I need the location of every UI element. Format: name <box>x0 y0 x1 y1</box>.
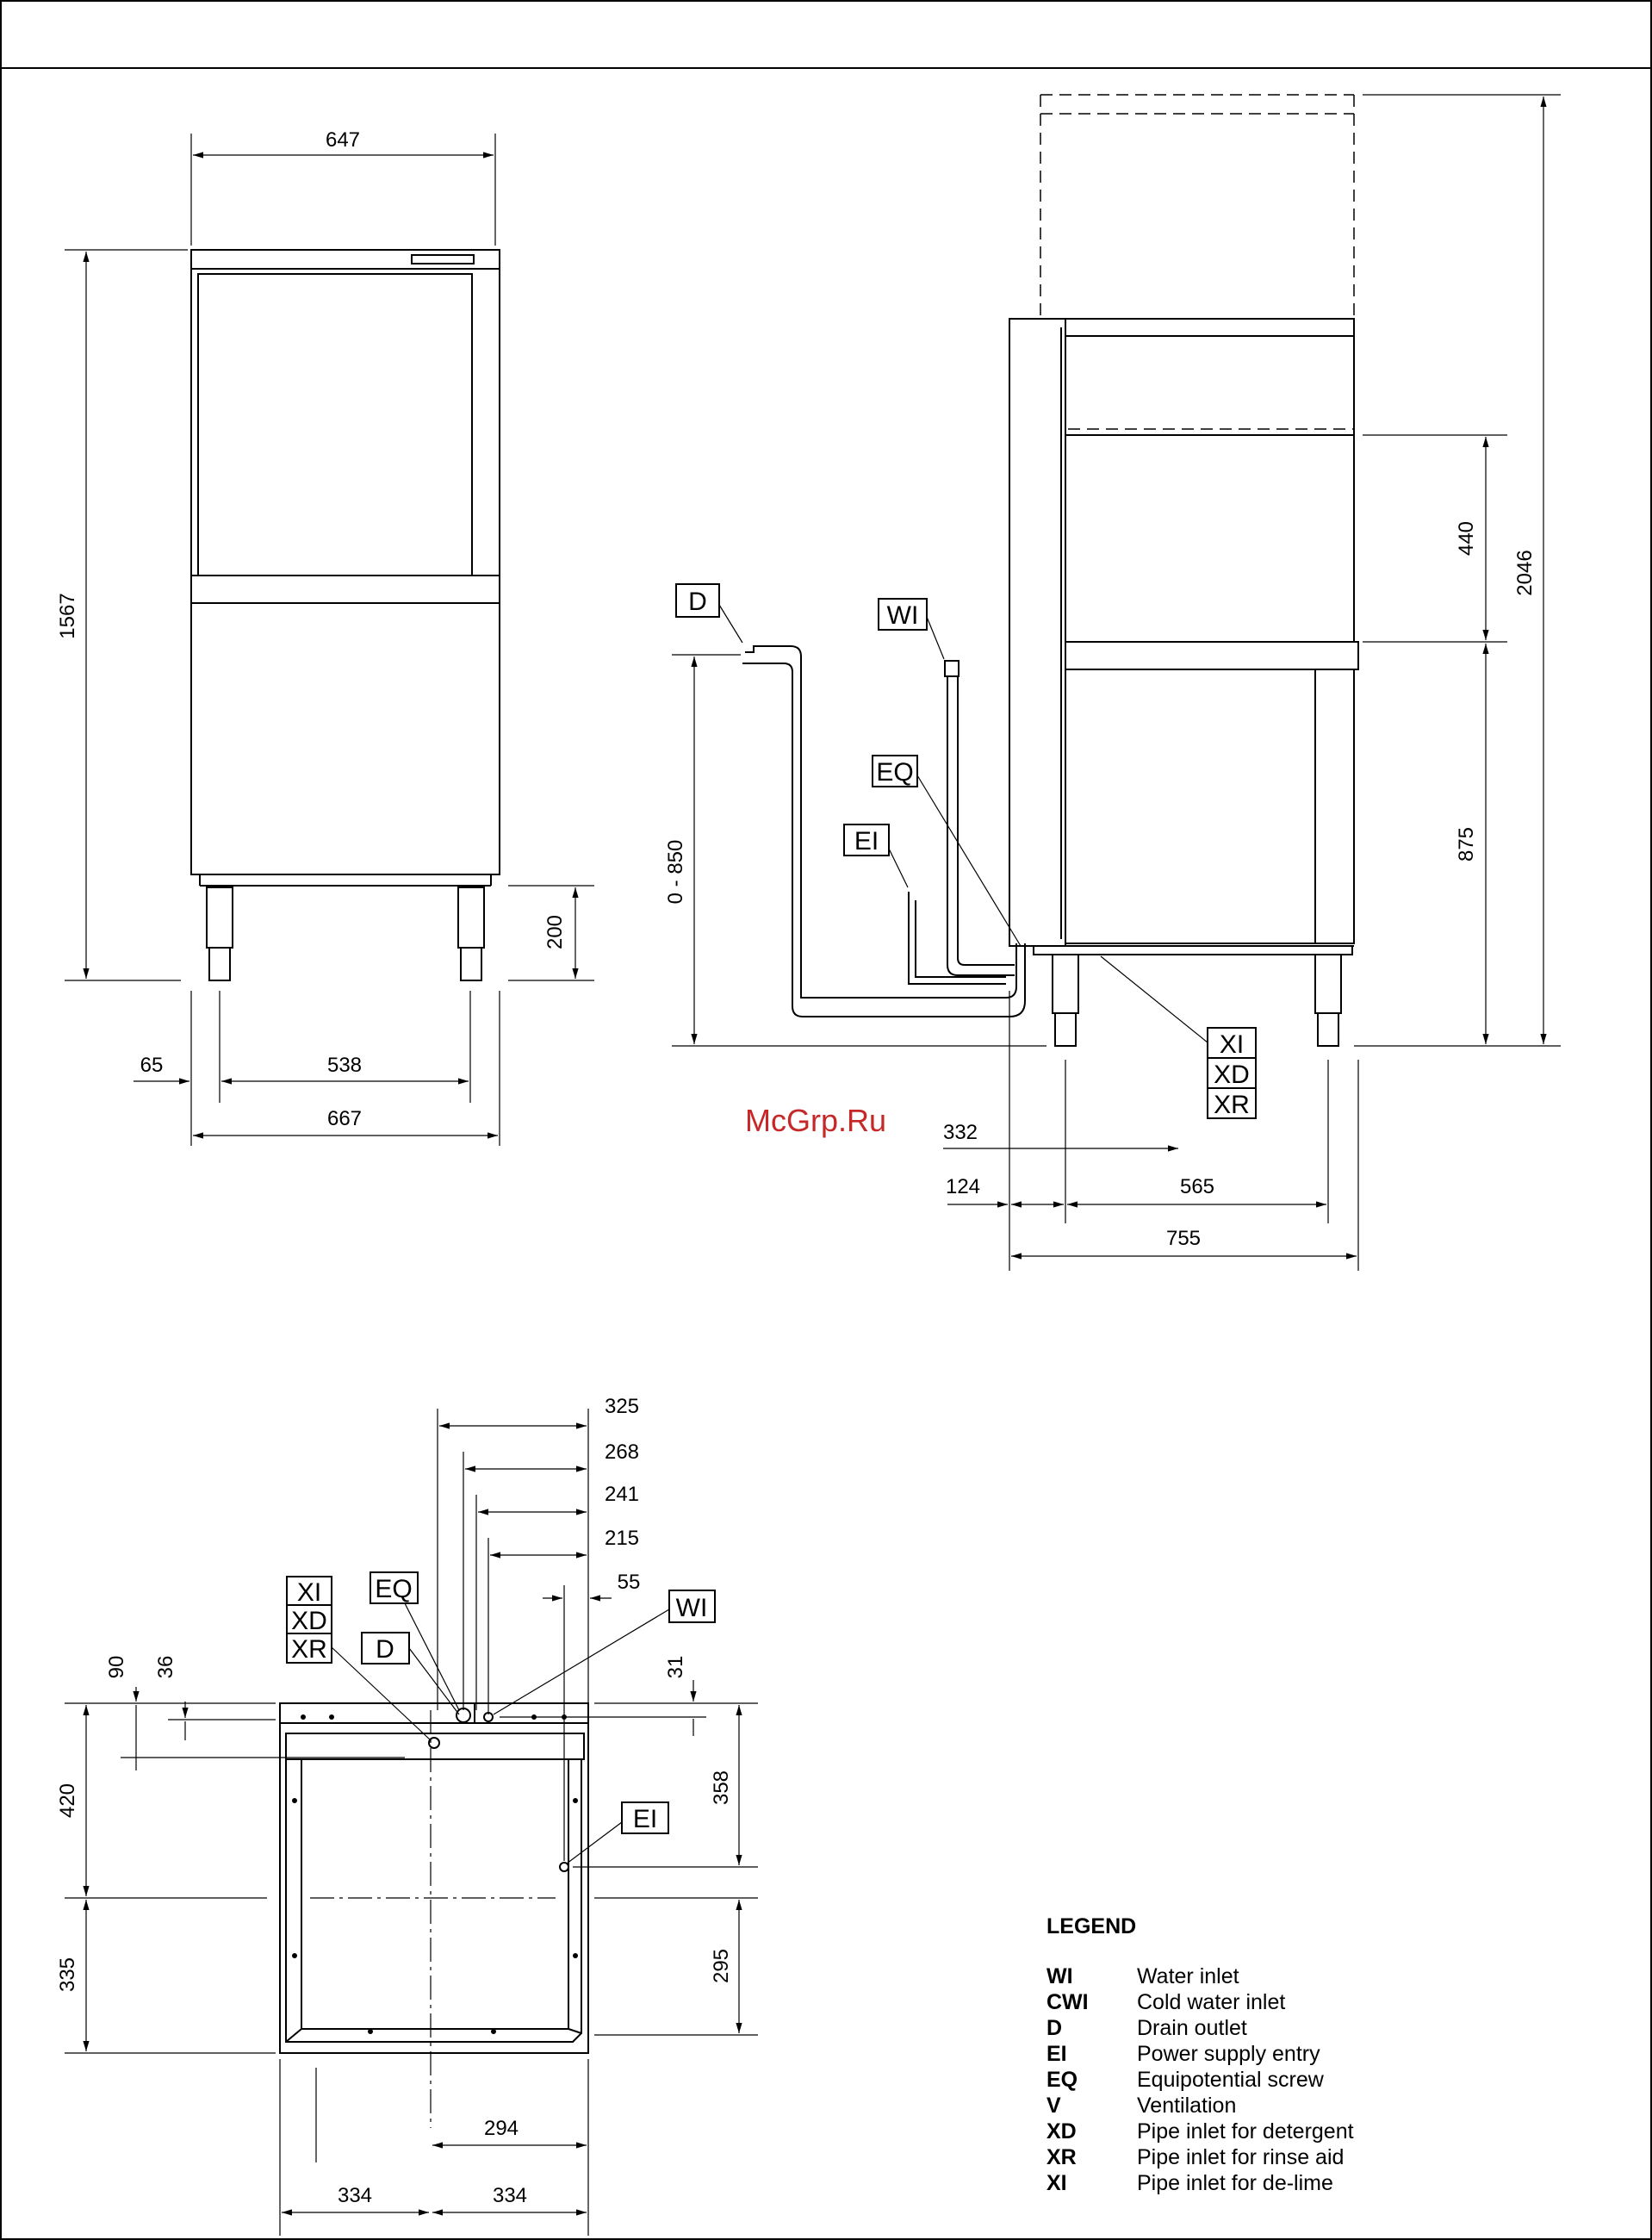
tag-plan-xi: XI <box>297 1578 321 1607</box>
dim-overall-depth: 755 <box>1166 1227 1201 1250</box>
legend-row: D Drain outlet <box>1046 2015 1494 2041</box>
legend-code: EQ <box>1046 2068 1078 2092</box>
dim-358: 358 <box>710 1770 733 1805</box>
dim-334-right: 334 <box>493 2184 527 2207</box>
legend-row: XR Pipe inlet for rinse aid <box>1046 2144 1494 2170</box>
tag-xi: XI <box>1220 1030 1244 1059</box>
dim-leg-height: 200 <box>543 915 567 949</box>
dim-lower-section: 875 <box>1455 827 1478 862</box>
water-inlet-fitting <box>944 660 960 677</box>
legend: LEGEND WI Water inlet CWI Cold water inlet… <box>1046 1914 1494 2196</box>
dim-offset-left: 65 <box>140 1054 164 1077</box>
dim-325: 325 <box>605 1395 639 1418</box>
tag-plan-ei: EI <box>633 1805 657 1833</box>
legend-code: EI <box>1046 2042 1067 2066</box>
dim-total-height: 2046 <box>1513 550 1537 595</box>
legend-desc: Ventilation <box>1137 2094 1237 2118</box>
tag-xd: XD <box>1214 1061 1250 1089</box>
dim-front-offset: 124 <box>946 1175 980 1198</box>
watermark: McGrp.Ru <box>745 1103 887 1138</box>
legend-row: WI Water inlet <box>1046 1963 1494 1989</box>
legend-row: XI Pipe inlet for de-lime <box>1046 2170 1494 2196</box>
dim-90: 90 <box>105 1656 128 1679</box>
drain-hose <box>745 645 1017 999</box>
legend-code: XD <box>1046 2119 1077 2144</box>
ei-entry <box>559 1862 569 1872</box>
dim-feet-depth: 565 <box>1180 1175 1214 1198</box>
legend-code: V <box>1046 2094 1061 2118</box>
drain-hole <box>456 1708 471 1723</box>
legend-row: XD Pipe inlet for detergent <box>1046 2119 1494 2144</box>
tag-plan-xd: XD <box>291 1607 327 1635</box>
legend-row: V Ventilation <box>1046 2093 1494 2119</box>
side-lower-cabinet <box>1065 669 1316 944</box>
legend-title: LEGEND <box>1046 1914 1137 1938</box>
legend-code: XI <box>1046 2171 1067 2195</box>
legend-desc: Pipe inlet for rinse aid <box>1137 2145 1345 2169</box>
header-rule <box>0 67 1652 69</box>
dim-215: 215 <box>605 1527 639 1550</box>
power-cable <box>908 892 1006 985</box>
dim-front-width: 647 <box>326 128 360 152</box>
side-column <box>1009 318 1066 947</box>
dim-pipe-depth: 332 <box>943 1121 978 1144</box>
legend-row: CWI Cold water inlet <box>1046 1989 1494 2015</box>
tag-drain: D <box>688 588 707 616</box>
dim-upper-section: 440 <box>1455 521 1478 556</box>
legend-desc: Water inlet <box>1137 1964 1239 1988</box>
legend-desc: Pipe inlet for detergent <box>1137 2119 1354 2144</box>
dim-335: 335 <box>56 1957 79 1992</box>
legend-row: EQ Equipotential screw <box>1046 2067 1494 2093</box>
dim-front-height: 1567 <box>56 593 79 638</box>
plan-view <box>65 1409 758 2236</box>
legend-desc: Pipe inlet for de-lime <box>1137 2171 1333 2195</box>
plan-basin <box>301 1759 569 2030</box>
legend-code: XR <box>1046 2145 1077 2169</box>
legend-desc: Cold water inlet <box>1137 1990 1286 2014</box>
water-inlet-hose <box>947 676 1015 976</box>
legend-desc: Equipotential screw <box>1137 2068 1324 2092</box>
side-foot-rear <box>1314 954 1342 1014</box>
tag-power: EI <box>854 827 879 856</box>
front-door <box>197 273 473 576</box>
front-view <box>65 134 594 1146</box>
legend-code: CWI <box>1046 1990 1089 2014</box>
dim-268: 268 <box>605 1440 639 1464</box>
dim-feet-spacing: 538 <box>327 1054 362 1077</box>
side-mid-frame <box>1065 641 1359 670</box>
front-body <box>190 249 500 875</box>
side-foot-front <box>1052 954 1079 1014</box>
dim-36: 36 <box>154 1656 177 1679</box>
dim-drain-range: 0 - 850 <box>664 840 687 905</box>
tag-plan-eq: EQ <box>375 1575 412 1603</box>
legend-code: D <box>1046 2016 1063 2040</box>
dim-420: 420 <box>56 1783 79 1818</box>
tag-water-inlet: WI <box>887 601 919 630</box>
tag-xr: XR <box>1214 1091 1250 1119</box>
dim-295: 295 <box>710 1949 733 1983</box>
xi-xd-xr-inlet <box>428 1737 440 1749</box>
tag-plan-wi: WI <box>676 1594 708 1622</box>
dim-241: 241 <box>605 1483 639 1506</box>
control-panel <box>411 254 475 264</box>
tag-plan-xr: XR <box>291 1635 327 1664</box>
dim-294: 294 <box>484 2117 519 2140</box>
legend-desc: Power supply entry <box>1137 2042 1320 2066</box>
dim-55: 55 <box>618 1571 641 1594</box>
front-foot-right <box>457 887 485 949</box>
legend-desc: Drain outlet <box>1137 2016 1247 2040</box>
legend-row: EI Power supply entry <box>1046 2041 1494 2067</box>
dim-overall-width: 667 <box>327 1107 362 1130</box>
tag-plan-d: D <box>376 1635 394 1664</box>
dim-31: 31 <box>664 1656 687 1679</box>
front-foot-left <box>206 887 233 949</box>
dim-334-left: 334 <box>338 2184 372 2207</box>
side-view <box>672 94 1561 1271</box>
side-hood <box>1065 318 1355 337</box>
legend-code: WI <box>1046 1964 1073 1988</box>
plan-outline <box>279 1702 589 2054</box>
tag-equipotential: EQ <box>876 758 913 787</box>
